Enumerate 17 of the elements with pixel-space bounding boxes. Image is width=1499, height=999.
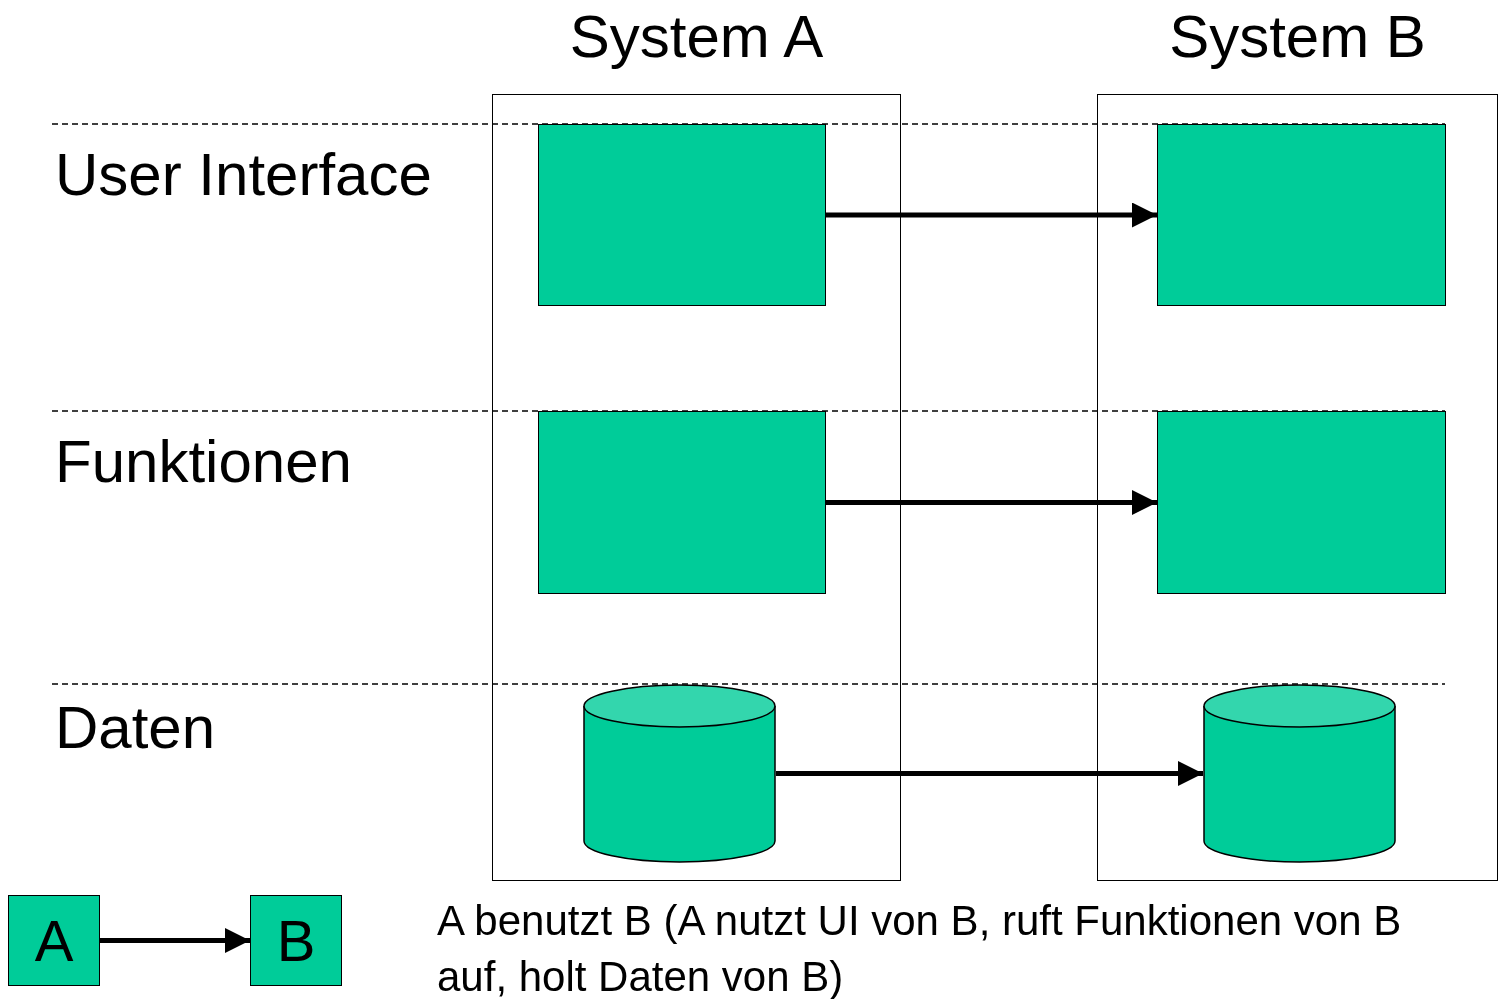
component-box (538, 124, 826, 306)
system-title: System B (1168, 2, 1427, 72)
component-box (1157, 124, 1446, 306)
layer-label: User Interface (55, 140, 432, 210)
database-cylinder (1203, 684, 1396, 863)
arrow (826, 202, 1157, 228)
layer-label: Funktionen (55, 427, 352, 497)
arrow (100, 928, 250, 953)
system-title: System A (568, 2, 825, 72)
layer-label: Daten (55, 693, 216, 763)
component-box (538, 411, 826, 594)
component-box: A (8, 895, 100, 986)
component-box: B (250, 895, 342, 986)
component-box (1157, 411, 1446, 594)
arrow (776, 761, 1203, 786)
arrow (826, 490, 1157, 515)
database-cylinder (583, 684, 776, 863)
